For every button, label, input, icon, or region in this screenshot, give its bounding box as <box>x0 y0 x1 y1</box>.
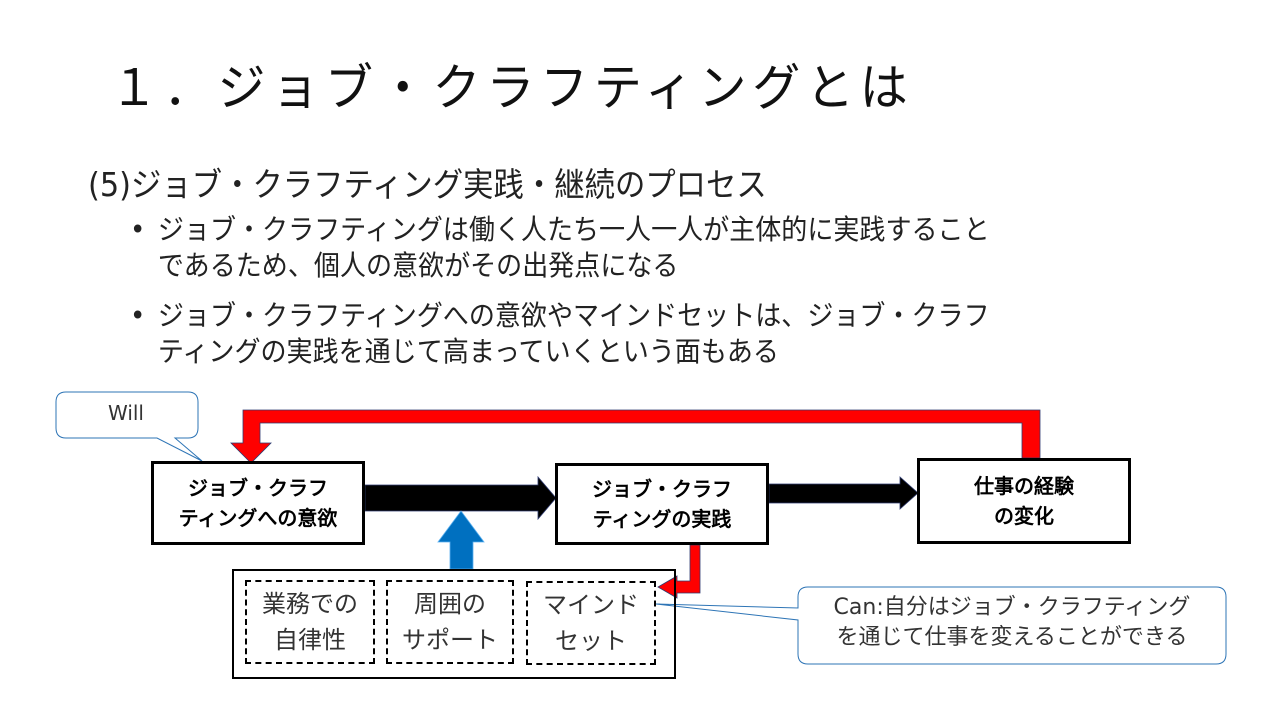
work-experience-change-box: 仕事の経験 の変化 <box>917 458 1131 544</box>
can-callout-line: を通じて仕事を変えることができる <box>836 625 1188 650</box>
feedback-arrow-mindset <box>657 544 701 599</box>
bullet-item-2: • ジョブ・クラフティングへの意欲やマインドセットは、ジョブ・クラフ ティングの… <box>130 298 1134 370</box>
motivation-label-line: ジョブ・クラフ <box>188 476 328 500</box>
factor-label-line: 自律性 <box>274 626 346 654</box>
slide-subtitle: (5)ジョブ・クラフティング実践・継続のプロセス <box>88 165 767 204</box>
flow-arrow-2 <box>768 476 919 510</box>
factor-support: 周囲の サポート <box>386 580 514 664</box>
factor-mindset: マインド セット <box>526 581 656 665</box>
bullet-marker: • <box>130 213 146 246</box>
bullet-line: であるため、個人の意欲がその出発点になる <box>157 249 679 282</box>
factor-label-line: サポート <box>402 626 498 654</box>
feedback-arrow-top <box>230 409 1041 464</box>
factor-label-line: マインド <box>543 591 639 619</box>
will-callout-text: Will <box>107 401 144 425</box>
factors-container <box>232 569 676 679</box>
practice-label-line: ジョブ・クラフ <box>592 477 732 501</box>
factor-label-line: セット <box>555 627 627 655</box>
bullet-line: ティングの実践を通じて高まっていくという面もある <box>157 335 779 368</box>
support-arrow <box>437 510 485 570</box>
flow-arrow-1 <box>364 475 557 521</box>
change-label-line: の変化 <box>994 504 1054 528</box>
can-callout-shape <box>655 586 1227 665</box>
will-callout-shape <box>55 391 203 462</box>
can-callout-line: Can:自分はジョブ・クラフティング <box>833 595 1191 620</box>
motivation-box: ジョブ・クラフ ティングへの意欲 <box>151 461 365 545</box>
bullet-marker: • <box>130 299 146 332</box>
bullet-line: ジョブ・クラフティングへの意欲やマインドセットは、ジョブ・クラフ <box>157 299 990 332</box>
motivation-label-line: ティングへの意欲 <box>178 506 338 530</box>
bullet-line: ジョブ・クラフティングは働く人たち一人一人が主体的に実践すること <box>157 213 990 246</box>
factor-label-line: 周囲の <box>414 590 486 618</box>
factor-label-line: 業務での <box>262 590 358 618</box>
practice-box: ジョブ・クラフ ティングの実践 <box>555 463 769 545</box>
practice-label-line: ティングの実践 <box>592 507 732 531</box>
can-callout-text: Can:自分はジョブ・クラフティング を通じて仕事を変えることができる <box>798 593 1226 653</box>
bullet-item-1: • ジョブ・クラフティングは働く人たち一人一人が主体的に実践すること であるため… <box>130 212 1134 284</box>
factor-autonomy: 業務での 自律性 <box>245 580 375 664</box>
slide-title: １．ジョブ・クラフティングとは <box>110 59 914 117</box>
change-label-line: 仕事の経験 <box>974 474 1074 498</box>
